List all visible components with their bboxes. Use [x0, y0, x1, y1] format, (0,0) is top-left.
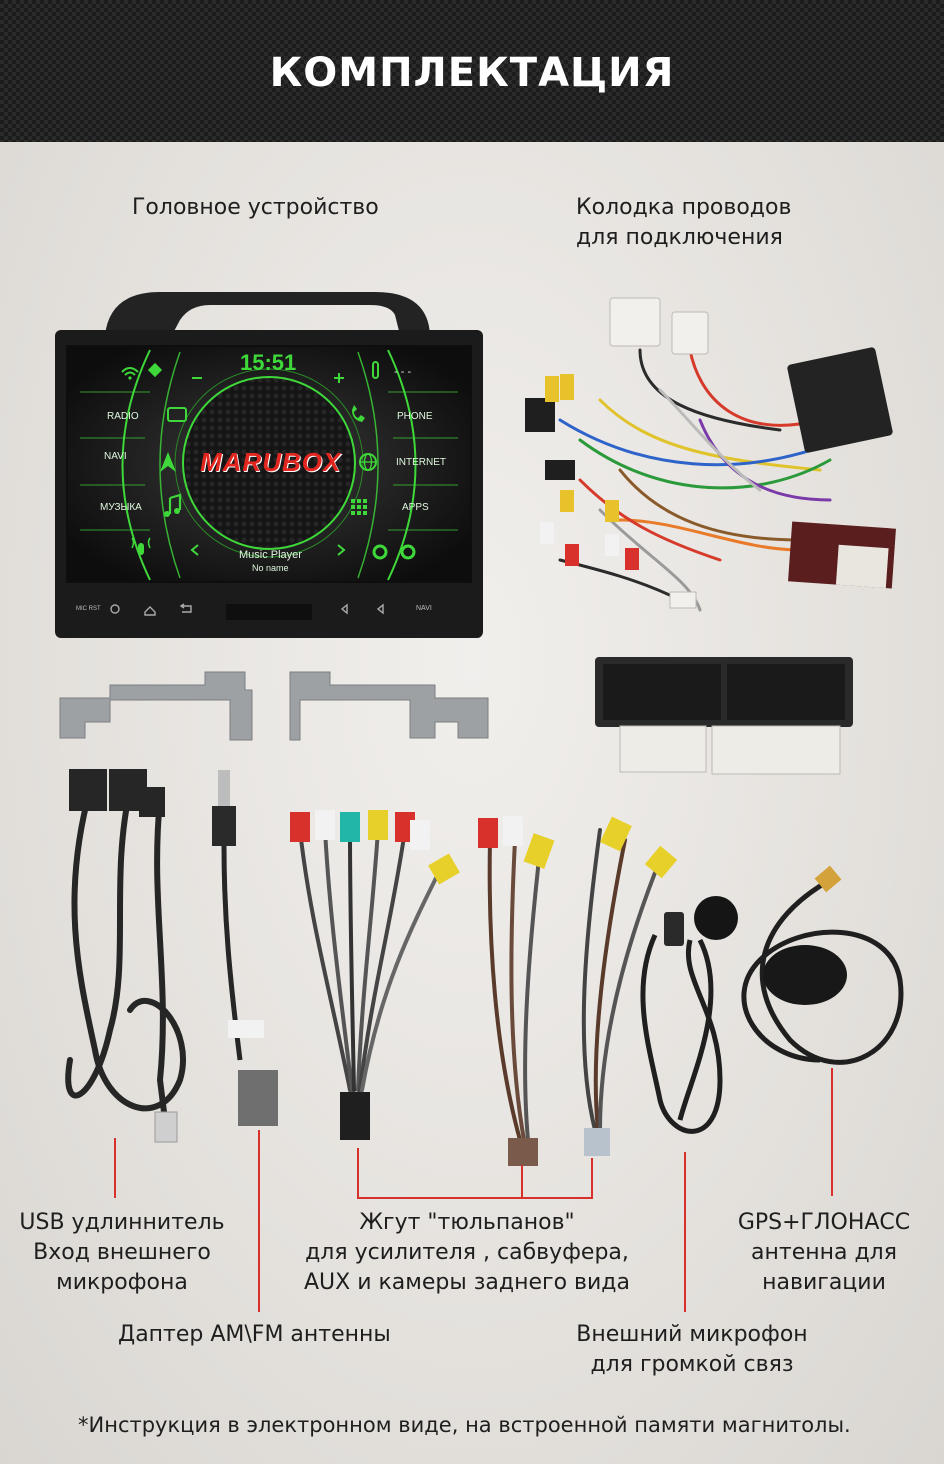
gps-antenna-image [741, 865, 904, 1065]
pointer-line-amfm [258, 1130, 260, 1312]
label-rca-line3: AUX и камеры заднего вида [303, 1270, 630, 1295]
screen-player-title: Music Player [239, 549, 302, 561]
pointer-line-mic [684, 1152, 686, 1312]
pointer-line-rca-bar [357, 1197, 593, 1199]
label-usb-line2: Вход внешнего [33, 1240, 211, 1265]
header-banner: КОМПЛЕКТАЦИЯ [0, 0, 944, 142]
label-gps-line2: антенна для [751, 1240, 897, 1265]
label-gps-line3: навигации [762, 1270, 886, 1295]
screen-time: 15:51 [240, 350, 297, 375]
pointer-line-rca-mid [521, 1165, 523, 1198]
screen-brand-logo: MARUBOX [200, 447, 342, 477]
label-usb-line3: микрофона [56, 1270, 188, 1295]
rca-harness-image [290, 810, 678, 1166]
label-head-unit: Головное устройство [132, 195, 379, 220]
label-usb-line1: USB удлиннитель [19, 1210, 225, 1235]
footnote: *Инструкция в электронном виде, на встро… [78, 1413, 851, 1437]
label-rca-line2: для усилителя , сабвуфера, [305, 1240, 629, 1265]
label-gps-line1: GPS+ГЛОНАСС [737, 1210, 911, 1235]
screen-menu-internet[interactable]: INTERNET [396, 457, 446, 468]
screen-player-sub: No name [252, 563, 289, 573]
head-unit-image [55, 292, 483, 638]
mounting-brackets-image [59, 671, 489, 741]
microphone-image [640, 896, 738, 1134]
screen-menu-phone[interactable]: PHONE [397, 411, 433, 422]
screen-menu-navi[interactable]: NAVI [104, 451, 127, 462]
screen-mic-rst: MIC RST [76, 606, 101, 612]
screen-menu-music[interactable]: МУЗЫКА [100, 502, 142, 513]
label-mic-line2: для громкой связ [590, 1352, 794, 1377]
screen-temp: - - - [394, 366, 412, 378]
screen-menu-apps[interactable]: APPS [402, 502, 429, 513]
pointer-line-rca-left [357, 1148, 359, 1198]
pointer-line-rca-right [591, 1158, 593, 1198]
label-rca-line1: Жгут "тюльпанов" [359, 1210, 575, 1235]
screen-menu-radio[interactable]: RADIO [107, 411, 139, 422]
amfm-adapter-image [212, 770, 278, 1126]
harness-image [525, 297, 896, 612]
usb-cable-image [65, 769, 186, 1143]
label-harness-line2: для подключения [576, 225, 783, 250]
screen-navi-button: NAVI [416, 605, 432, 612]
label-harness-line1: Колодка проводов [576, 195, 792, 220]
pointer-line-usb [114, 1138, 116, 1198]
label-mic-line1: Внешний микрофон [576, 1322, 808, 1347]
pointer-line-gps [831, 1068, 833, 1196]
banner-title: КОМПЛЕКТАЦИЯ [269, 50, 675, 96]
connector-block-image [595, 657, 853, 775]
label-amfm-adapter: Даптер AM\FM антенны [118, 1322, 391, 1347]
